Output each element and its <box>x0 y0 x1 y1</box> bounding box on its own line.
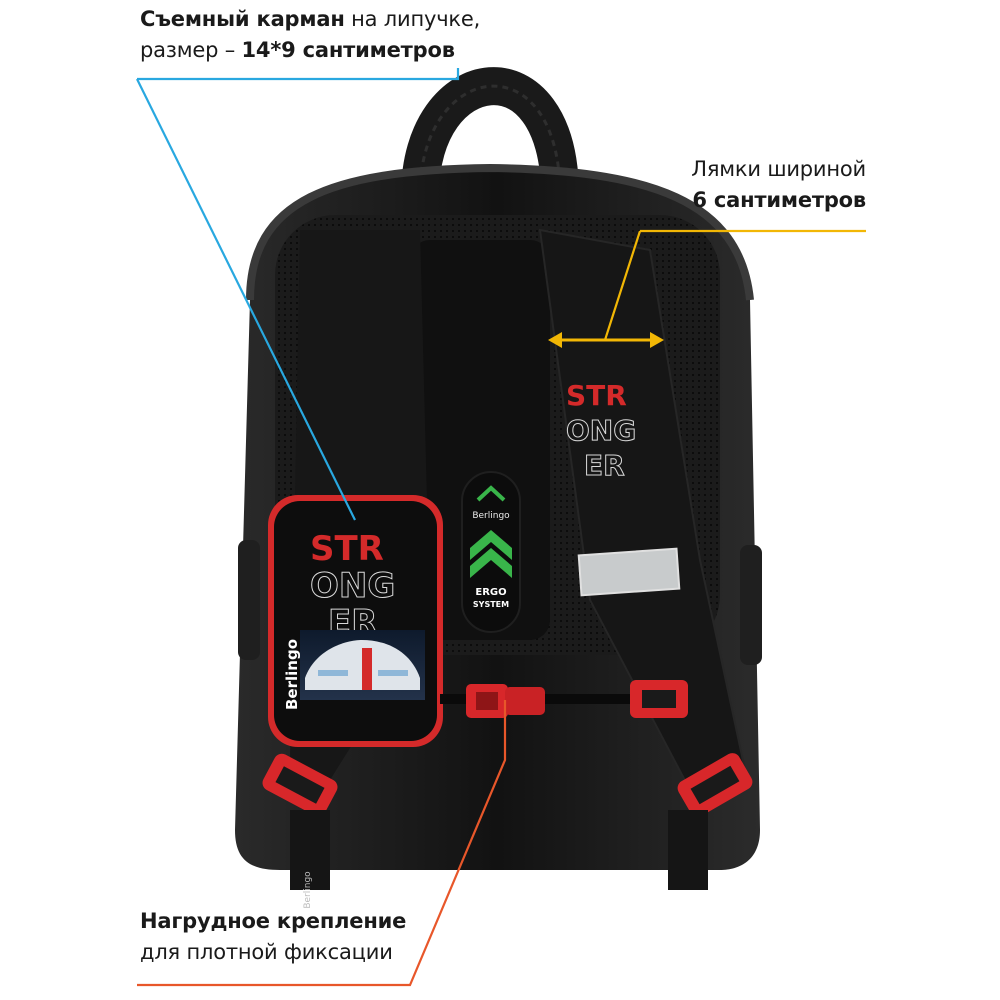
strap-print: STR ONG ER <box>566 379 637 483</box>
pocket-size-value: 14*9 сантиметров <box>241 38 455 62</box>
pocket-callout-line2: размер – 14*9 сантиметров <box>140 35 480 66</box>
patch-line1: ERGO <box>475 587 506 598</box>
ergo-patch: Berlingo ERGO SYSTEM <box>461 471 521 633</box>
strap-print-line1: STR <box>566 379 627 412</box>
left-foot-strap <box>290 810 330 890</box>
chest-buckle <box>466 684 545 718</box>
chest-callout: Нагрудное крепление для плотной фиксации <box>140 906 406 968</box>
right-foot-strap <box>668 810 708 890</box>
pocket-callout-bold: Съемный карман <box>140 7 345 31</box>
straps-callout-line2: 6 сантиметров <box>692 188 866 212</box>
pocket-callout-line <box>137 68 460 81</box>
reflective-stripe <box>577 547 681 597</box>
patch-line2: SYSTEM <box>473 600 509 609</box>
right-adjuster <box>677 753 753 817</box>
chest-callout-line2: для плотной фиксации <box>140 940 393 964</box>
strap-print-line2: ONG <box>566 414 636 447</box>
pocket-size-label: размер – <box>140 38 242 62</box>
straps-callout: Лямки шириной 6 сантиметров <box>691 154 866 216</box>
pocket-brand: Berlingo <box>283 639 301 710</box>
chest-callout-line1: Нагрудное крепление <box>140 909 407 933</box>
straps-callout-line1: Лямки шириной <box>691 157 866 181</box>
foot-brand-left: Berlingo <box>303 871 313 909</box>
strap-print-line3: ER <box>584 449 625 482</box>
patch-brand: Berlingo <box>472 511 510 521</box>
chest-callout-line <box>137 700 507 987</box>
pocket-callout-line1: Съемный карман на липучке, <box>140 4 480 35</box>
detachable-pocket: STR ONG ER Berlingo <box>268 495 443 747</box>
pocket-print-line1: STR <box>310 529 384 569</box>
pocket-callout: Съемный карман на липучке, размер – 14*9… <box>140 4 480 66</box>
left-adjuster <box>262 753 338 817</box>
pocket-print-line2: ONG <box>310 566 395 606</box>
pocket-callout-rest: на липучке, <box>344 7 481 31</box>
